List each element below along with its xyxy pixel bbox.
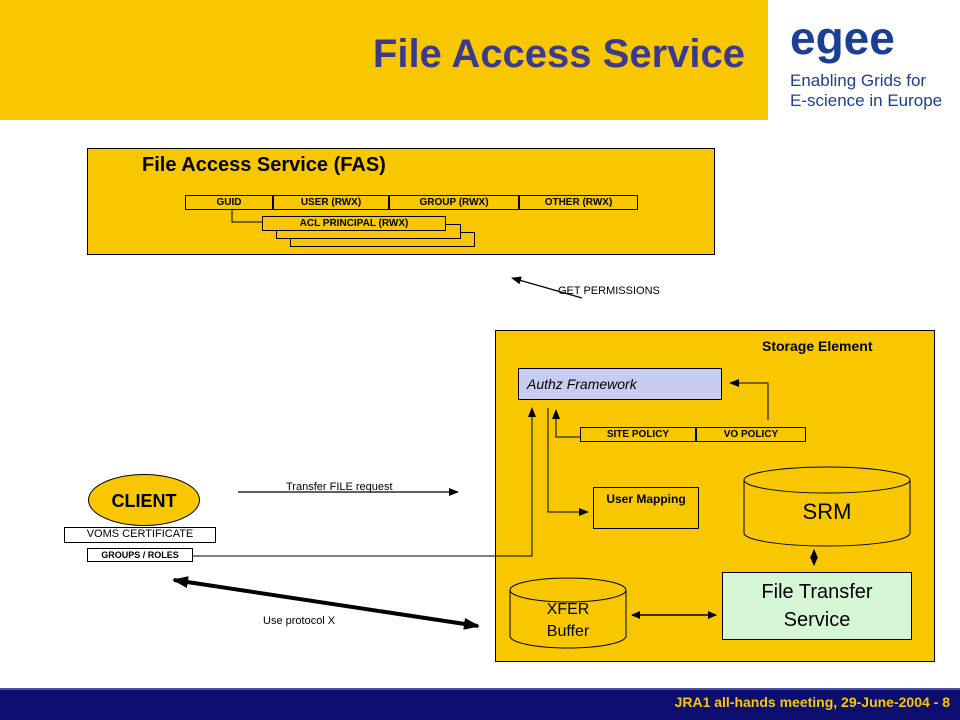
- title-banner: [0, 0, 768, 120]
- footer-bar: [0, 688, 960, 720]
- file-transfer-service: File Transfer Service: [722, 572, 912, 640]
- storage-element-title: Storage Element: [762, 338, 873, 354]
- authz-framework: Authz Framework: [518, 368, 722, 400]
- user-mapping: User Mapping: [593, 487, 699, 529]
- footer-text: JRA1 all-hands meeting, 29-June-2004 - 8: [674, 694, 950, 710]
- site-policy-authz-arrow: [552, 409, 580, 438]
- xfer-label-line2: Buffer: [547, 623, 590, 640]
- site-policy: SITE POLICY: [580, 427, 696, 442]
- fas-title: File Access Service (FAS): [142, 154, 386, 176]
- authz-user-mapping-arrow: [547, 408, 589, 516]
- srm-cylinder: SRM: [743, 466, 911, 547]
- fas-field-group: GROUP (RWX): [389, 195, 519, 210]
- fas-field-other: OTHER (RWX): [519, 195, 638, 210]
- logo-wordmark: egee: [790, 12, 895, 64]
- srm-label: SRM: [803, 499, 852, 524]
- logo-tagline-2: E-science in Europe: [790, 91, 942, 110]
- client-node: CLIENT: [88, 474, 200, 526]
- fts-label-line2: Service: [783, 609, 851, 631]
- xfer-buffer-cylinder: XFER Buffer: [509, 577, 627, 649]
- vo-policy-authz-arrow: [729, 379, 769, 420]
- acl-principal: ACL PRINCIPAL (RWX): [262, 216, 446, 231]
- voms-certificate: VOMS CERTIFICATE: [64, 527, 216, 543]
- use-protocol-arrow: [172, 576, 480, 630]
- vo-policy: VO POLICY: [696, 427, 806, 442]
- egee-logo-graphic: egee Enabling Grids for E-science in Eur…: [790, 12, 942, 110]
- egee-logo: egee Enabling Grids for E-science in Eur…: [768, 0, 960, 120]
- fas-field-guid: GUID: [185, 195, 273, 210]
- fts-label-line1: File Transfer: [761, 581, 873, 603]
- transfer-request-label: Transfer FILE request: [286, 481, 393, 493]
- fas-field-user: USER (RWX): [273, 195, 389, 210]
- guid-acl-connector: [231, 210, 262, 223]
- logo-tagline-1: Enabling Grids for: [790, 71, 926, 90]
- slide-title: File Access Service: [372, 32, 745, 76]
- xfer-label-line1: XFER: [547, 601, 590, 618]
- groups-roles: GROUPS / ROLES: [87, 548, 193, 562]
- get-permissions-arrow: [511, 276, 583, 299]
- get-permissions-label: GET PERMISSIONS: [558, 285, 660, 297]
- credentials-authz-arrow: [193, 407, 536, 557]
